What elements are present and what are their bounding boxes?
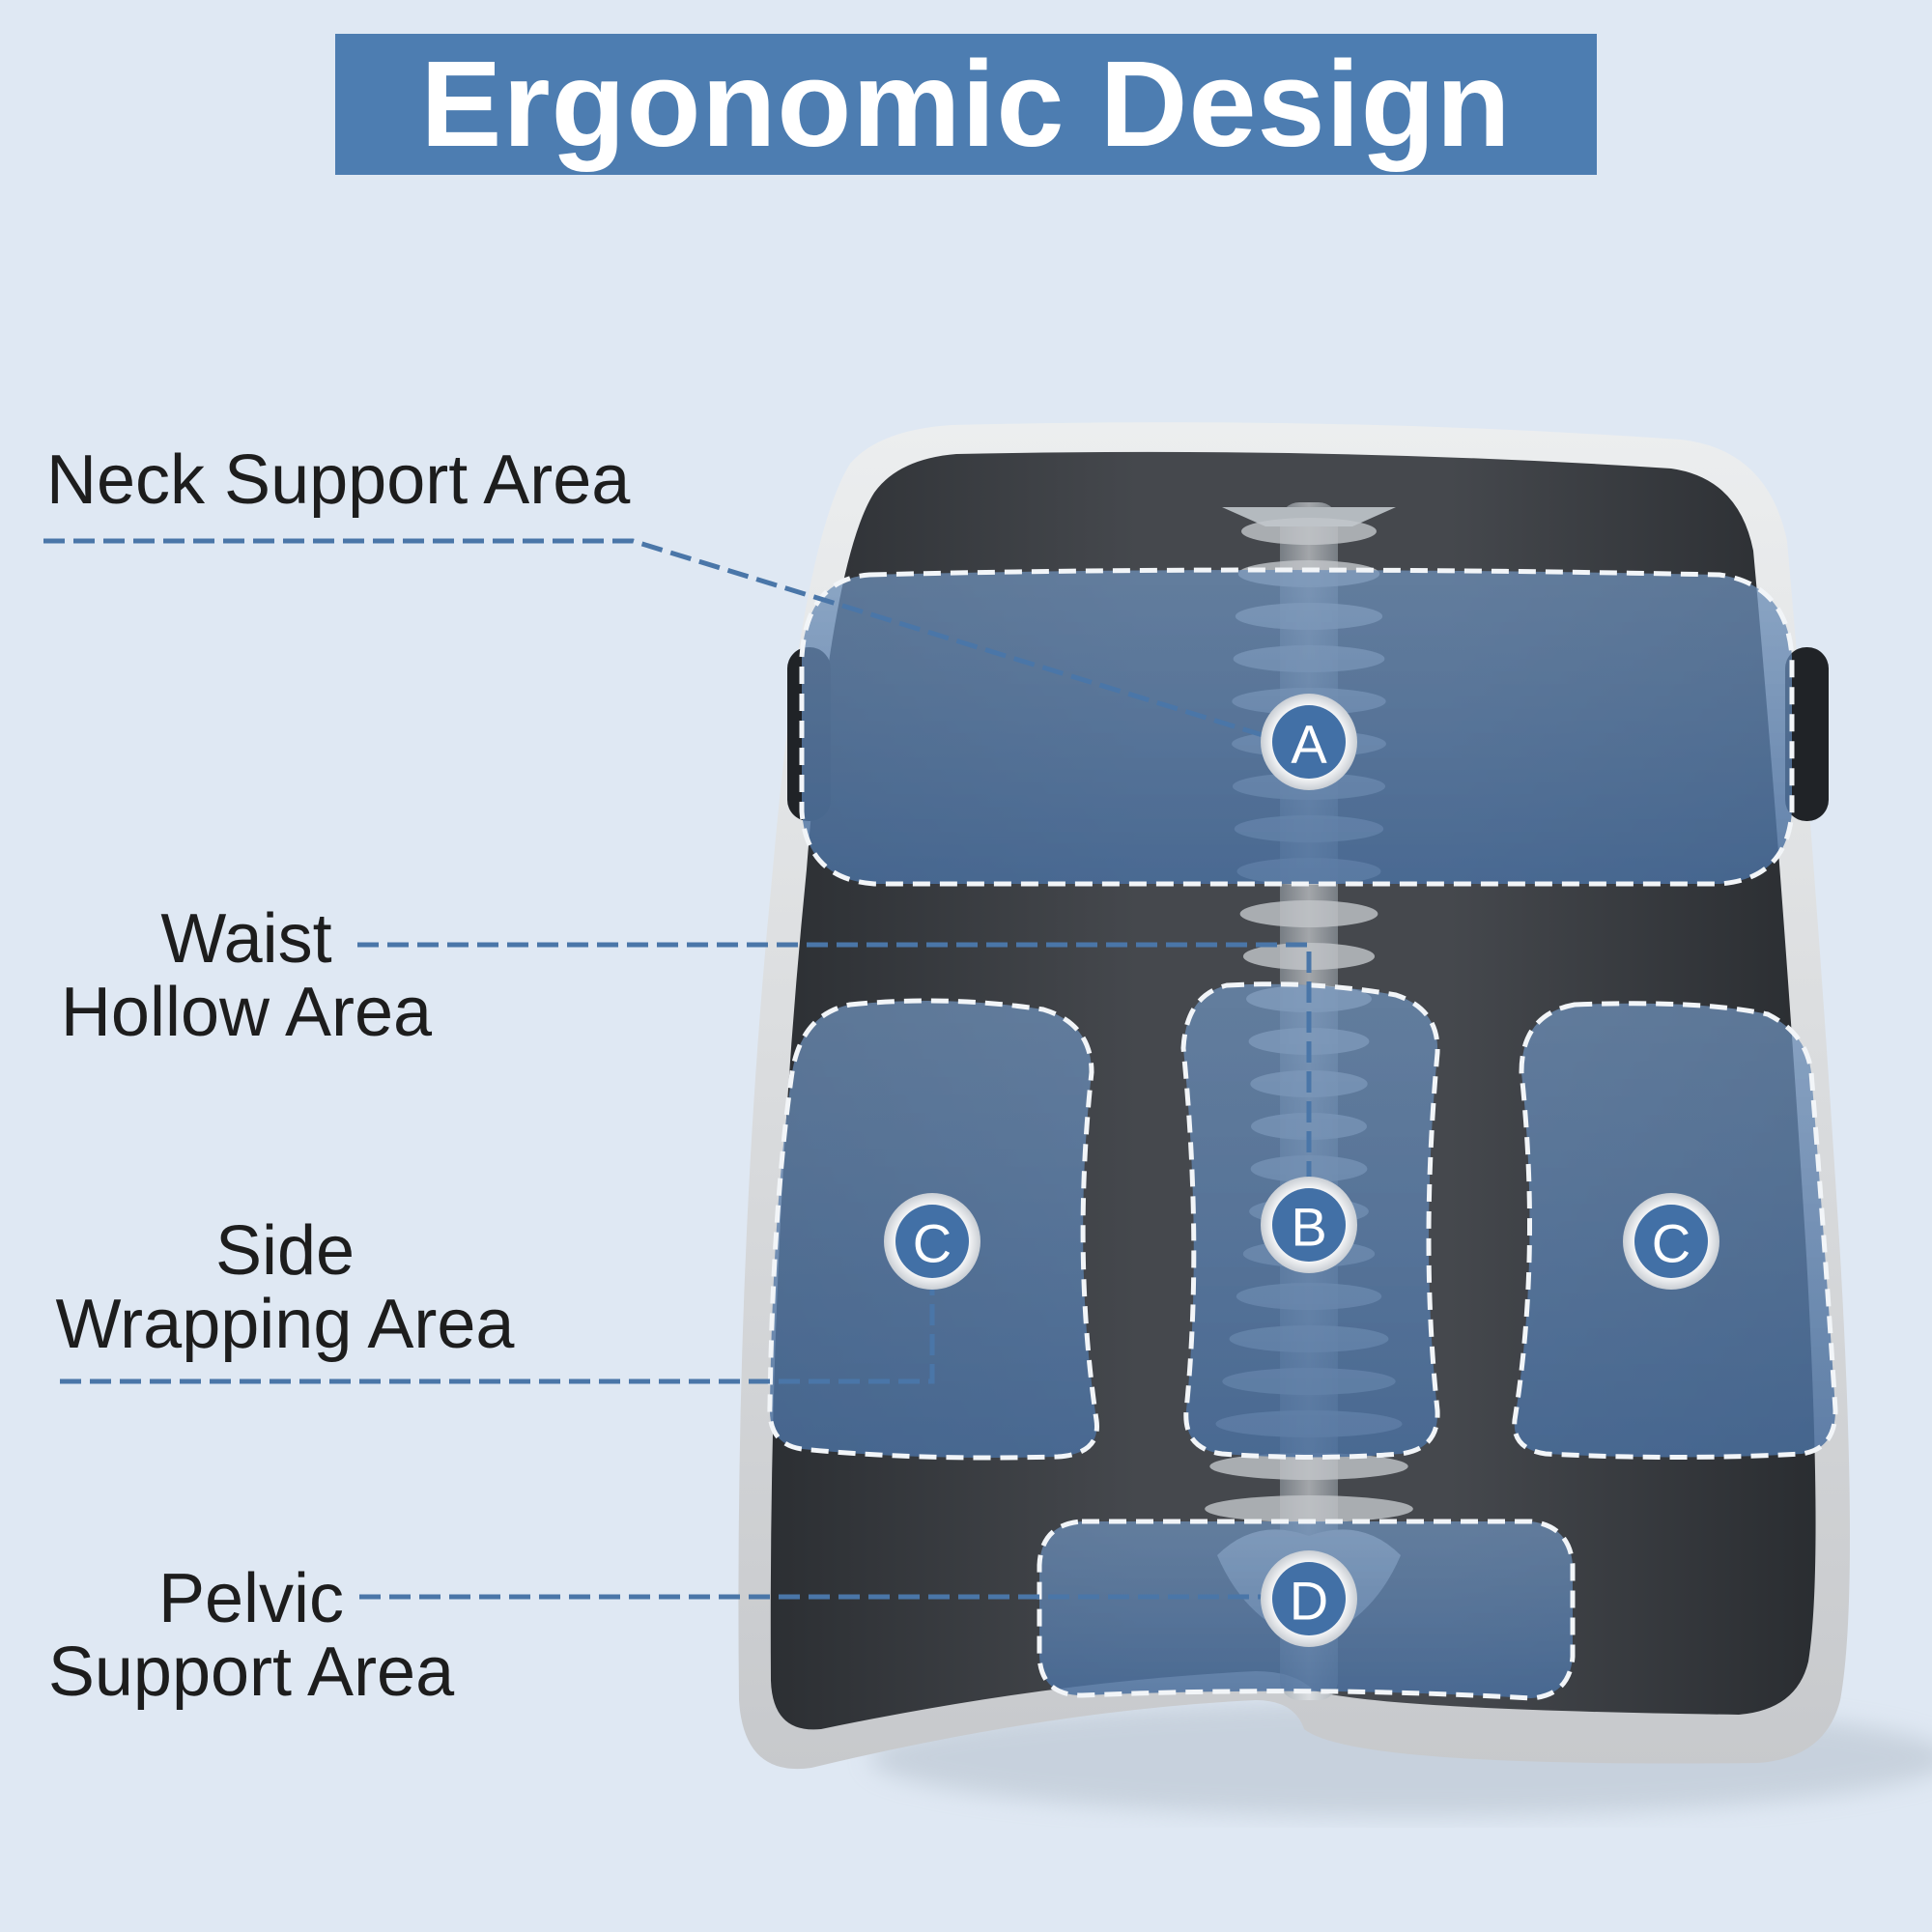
leader-line-neck [43,538,1276,742]
badge-a: A [1261,694,1357,790]
vertebra [1241,518,1377,545]
label-side-wrapping: Side Wrapping Area [55,1212,515,1363]
svg-text:C: C [913,1213,952,1274]
svg-text:B: B [1291,1197,1326,1258]
vertebra [1209,1453,1408,1480]
page-title: Ergonomic Design [420,36,1512,172]
right-strap [1785,647,1829,821]
label-neck-support: Neck Support Area [46,441,631,519]
svg-text:C: C [1652,1213,1690,1274]
badge-b: B [1261,1177,1357,1273]
label-waist-hollow: Waist Hollow Area [60,900,433,1051]
badge-c-left: C [884,1193,980,1290]
leader-line-waist [357,942,1312,1183]
vertebra [1205,1495,1413,1522]
label-pelvic-support: Pelvic Support Area [47,1560,455,1711]
vertebra [1239,900,1378,927]
svg-text:A: A [1291,714,1327,775]
title-banner: Ergonomic Design [335,34,1597,175]
badge-d: D [1261,1550,1357,1647]
svg-text:D: D [1290,1571,1328,1632]
leader-line-side [60,1290,935,1384]
leader-lines [43,538,1312,1600]
badge-c-right: C [1623,1193,1719,1290]
